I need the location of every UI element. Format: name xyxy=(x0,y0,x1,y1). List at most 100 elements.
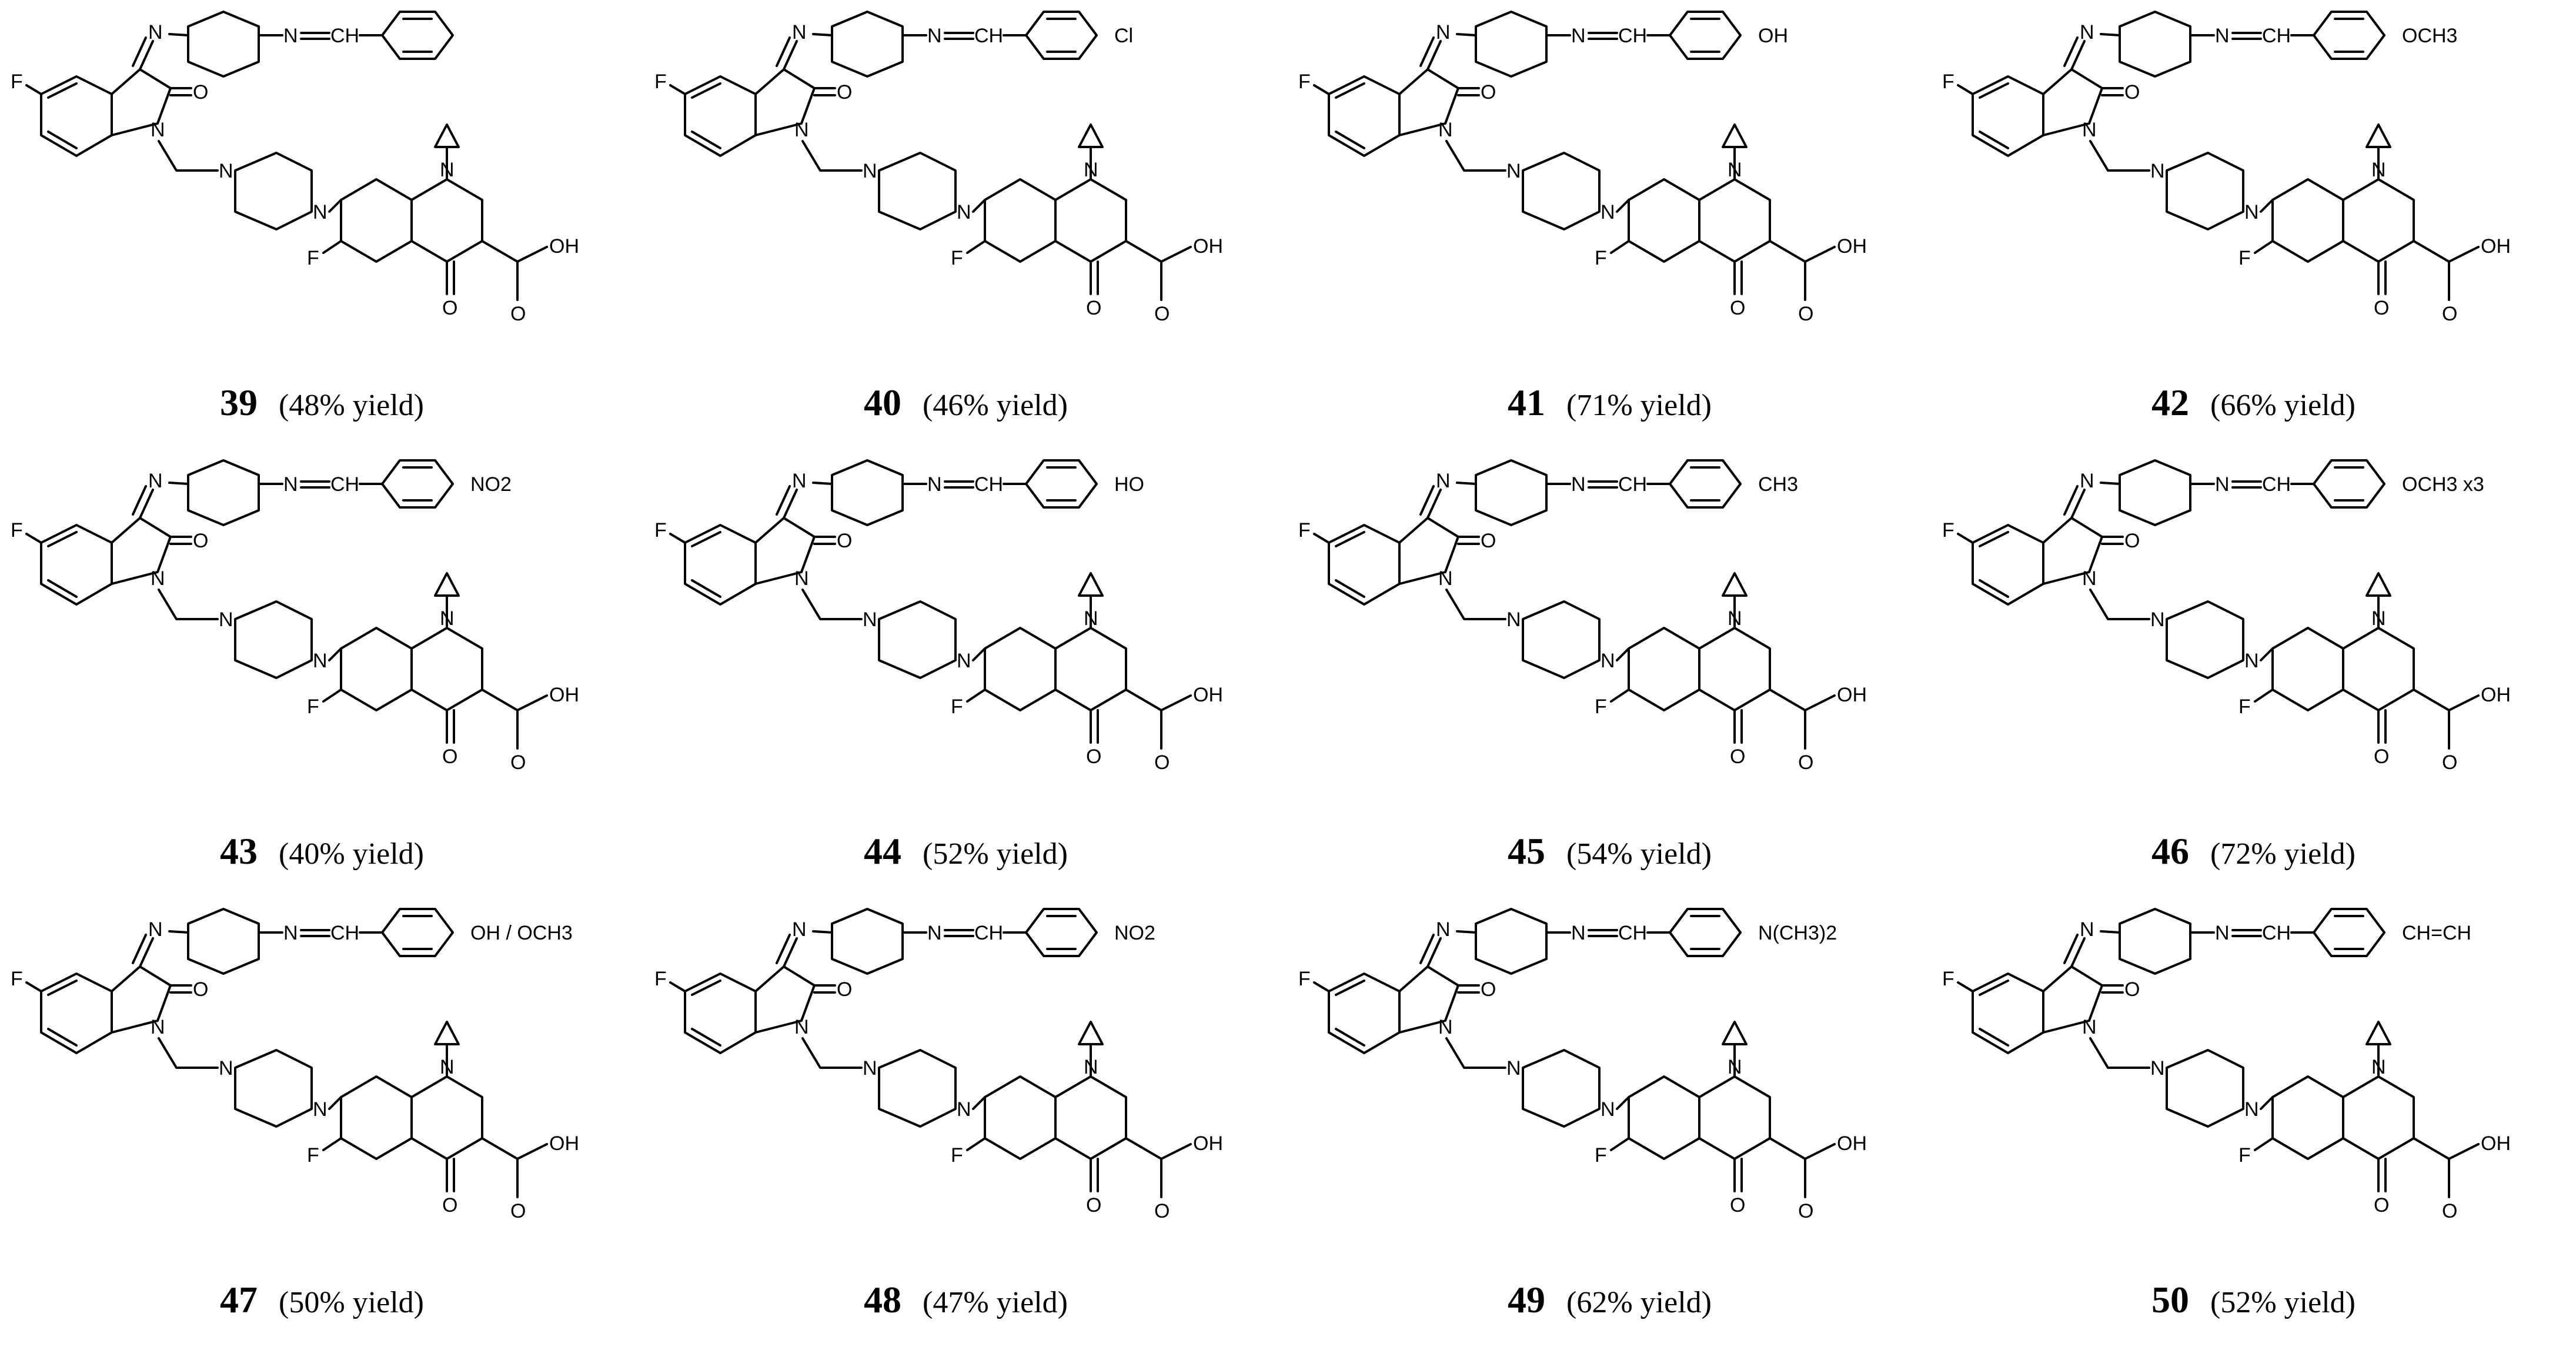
fluorine-label: F xyxy=(654,519,667,542)
compound-yield: (47% yield) xyxy=(923,1286,1068,1319)
methine-label: CH xyxy=(330,25,359,47)
carboxyl-oxygen-label: O xyxy=(2442,1200,2457,1222)
compound-panel-42: F O N N N CH OCH3 xyxy=(1932,0,2575,449)
methine-label: CH xyxy=(2262,473,2291,496)
imine-nitrogen-label: N xyxy=(2080,918,2094,941)
aryl-ring xyxy=(2290,459,2385,509)
piperazine-ring xyxy=(2089,1037,2244,1128)
structure-drawing: F O N N N CH CH=CH xyxy=(1942,908,2511,1222)
quinolone-nitrogen-label: N xyxy=(1728,1056,1742,1078)
piperazine-n1-label: N xyxy=(863,1057,877,1079)
compound-caption: 40(46% yield) xyxy=(644,381,1288,428)
aryl-substituent-label: Cl xyxy=(1114,25,1133,47)
isatin-nitrogen-label: N xyxy=(1438,119,1453,141)
keto-oxygen-label: O xyxy=(442,1194,457,1216)
piperazine-n1-label: N xyxy=(219,1057,233,1079)
piperazine-ring xyxy=(158,1037,313,1128)
carboxyl-oxygen-label: O xyxy=(1798,303,1813,325)
compound-number: 45 xyxy=(1508,830,1546,872)
compound-yield: (71% yield) xyxy=(1566,389,1712,422)
carboxyl-oh-label: OH xyxy=(1193,1132,1223,1155)
quinolone-core xyxy=(966,123,1192,301)
structure-drawing: F O N N N CH CH3 xyxy=(1298,459,1867,774)
carboxyl-oh-label: OH xyxy=(1837,1132,1867,1155)
piperazine-ring xyxy=(2089,140,2244,230)
compound-caption: 39(48% yield) xyxy=(0,381,644,428)
compound-panel-48: F O N N N CH NO2 xyxy=(644,897,1288,1346)
isatin-nitrogen-label: N xyxy=(151,119,165,141)
carboxyl-oxygen-label: O xyxy=(1154,751,1170,774)
quinolone-fluorine-label: F xyxy=(307,696,319,718)
carboxyl-oh-label: OH xyxy=(2481,684,2511,706)
compound-panel-44: F O N N N CH HO xyxy=(644,449,1288,897)
imine-nitrogen-label: N xyxy=(148,21,163,44)
piperazine-n4-label: N xyxy=(1601,1098,1615,1121)
compound-panel-39: F O N N N CH xyxy=(0,0,644,449)
carboxyl-oxygen-label: O xyxy=(510,303,526,325)
quinolone-core xyxy=(322,123,548,301)
schiff-nitrogen-label: N xyxy=(1571,473,1586,496)
quinolone-nitrogen-label: N xyxy=(2371,607,2386,630)
piperazine-n1-label: N xyxy=(219,609,233,631)
piperazine-ring xyxy=(801,140,957,230)
carboxyl-oxygen-label: O xyxy=(2442,303,2457,325)
compound-number: 48 xyxy=(864,1279,902,1321)
carboxyl-oh-label: OH xyxy=(549,1132,579,1155)
isatin-nitrogen-label: N xyxy=(1438,1016,1453,1038)
carbonyl-oxygen-label: O xyxy=(1481,978,1496,1001)
quinolone-core xyxy=(1610,1021,1836,1198)
piperazine-n4-label: N xyxy=(2244,650,2259,672)
piperazine-n4-label: N xyxy=(313,1098,328,1121)
methine-label: CH xyxy=(2262,25,2291,47)
methine-label: CH xyxy=(330,922,359,944)
quinolone-core xyxy=(2254,1021,2480,1198)
keto-oxygen-label: O xyxy=(1730,1194,1745,1216)
carboxyl-oxygen-label: O xyxy=(2442,751,2457,774)
isatin-nitrogen-label: N xyxy=(2082,1016,2097,1038)
compound-yield: (40% yield) xyxy=(279,837,424,871)
piperazine-n4-label: N xyxy=(957,650,971,672)
piperazine-ring xyxy=(1445,589,1601,679)
aryl-ring xyxy=(359,11,454,60)
phenylene-ring xyxy=(2100,11,2215,78)
fluorine-label: F xyxy=(1298,519,1311,542)
phenylene-ring xyxy=(2100,908,2215,975)
quinolone-core xyxy=(322,1021,548,1198)
piperazine-n1-label: N xyxy=(863,609,877,631)
aryl-ring xyxy=(359,459,454,509)
imine-nitrogen-label: N xyxy=(792,21,807,44)
aryl-substituent-label: OCH3 xyxy=(2402,25,2457,47)
aryl-substituent-label: CH=CH xyxy=(2402,922,2471,944)
compound-number: 40 xyxy=(864,382,902,423)
isatin-core xyxy=(1957,36,2124,157)
carbonyl-oxygen-label: O xyxy=(193,978,208,1001)
carboxyl-oxygen-label: O xyxy=(510,751,526,774)
carboxyl-oh-label: OH xyxy=(549,235,579,258)
phenylene-ring xyxy=(168,908,283,975)
piperazine-n1-label: N xyxy=(2150,160,2165,182)
phenylene-ring xyxy=(2100,459,2215,526)
quinolone-core xyxy=(966,1021,1192,1198)
compound-caption: 50(52% yield) xyxy=(1932,1278,2575,1325)
compound-panel-41: F O N N N CH OH xyxy=(1288,0,1932,449)
compound-number: 44 xyxy=(864,830,902,872)
structure-drawing: F O N N N CH OH xyxy=(1298,11,1867,325)
schiff-nitrogen-label: N xyxy=(927,473,942,496)
aryl-substituent-label: OH / OCH3 xyxy=(470,922,573,944)
carbonyl-oxygen-label: O xyxy=(2124,81,2140,103)
compound-number: 46 xyxy=(2151,830,2190,872)
quinolone-nitrogen-label: N xyxy=(440,1056,455,1078)
quinolone-nitrogen-label: N xyxy=(1728,159,1742,181)
quinolone-fluorine-label: F xyxy=(2238,247,2251,269)
methine-label: CH xyxy=(974,473,1003,496)
carboxyl-oh-label: OH xyxy=(2481,235,2511,258)
isatin-core xyxy=(669,36,836,157)
piperazine-n1-label: N xyxy=(219,160,233,182)
compound-panel-50: F O N N N CH CH=CH xyxy=(1932,897,2575,1346)
schiff-nitrogen-label: N xyxy=(283,473,298,496)
piperazine-n1-label: N xyxy=(2150,1057,2165,1079)
quinolone-nitrogen-label: N xyxy=(440,607,455,630)
piperazine-ring xyxy=(158,589,313,679)
compound-panel-40: F O N N N CH Cl xyxy=(644,0,1288,449)
